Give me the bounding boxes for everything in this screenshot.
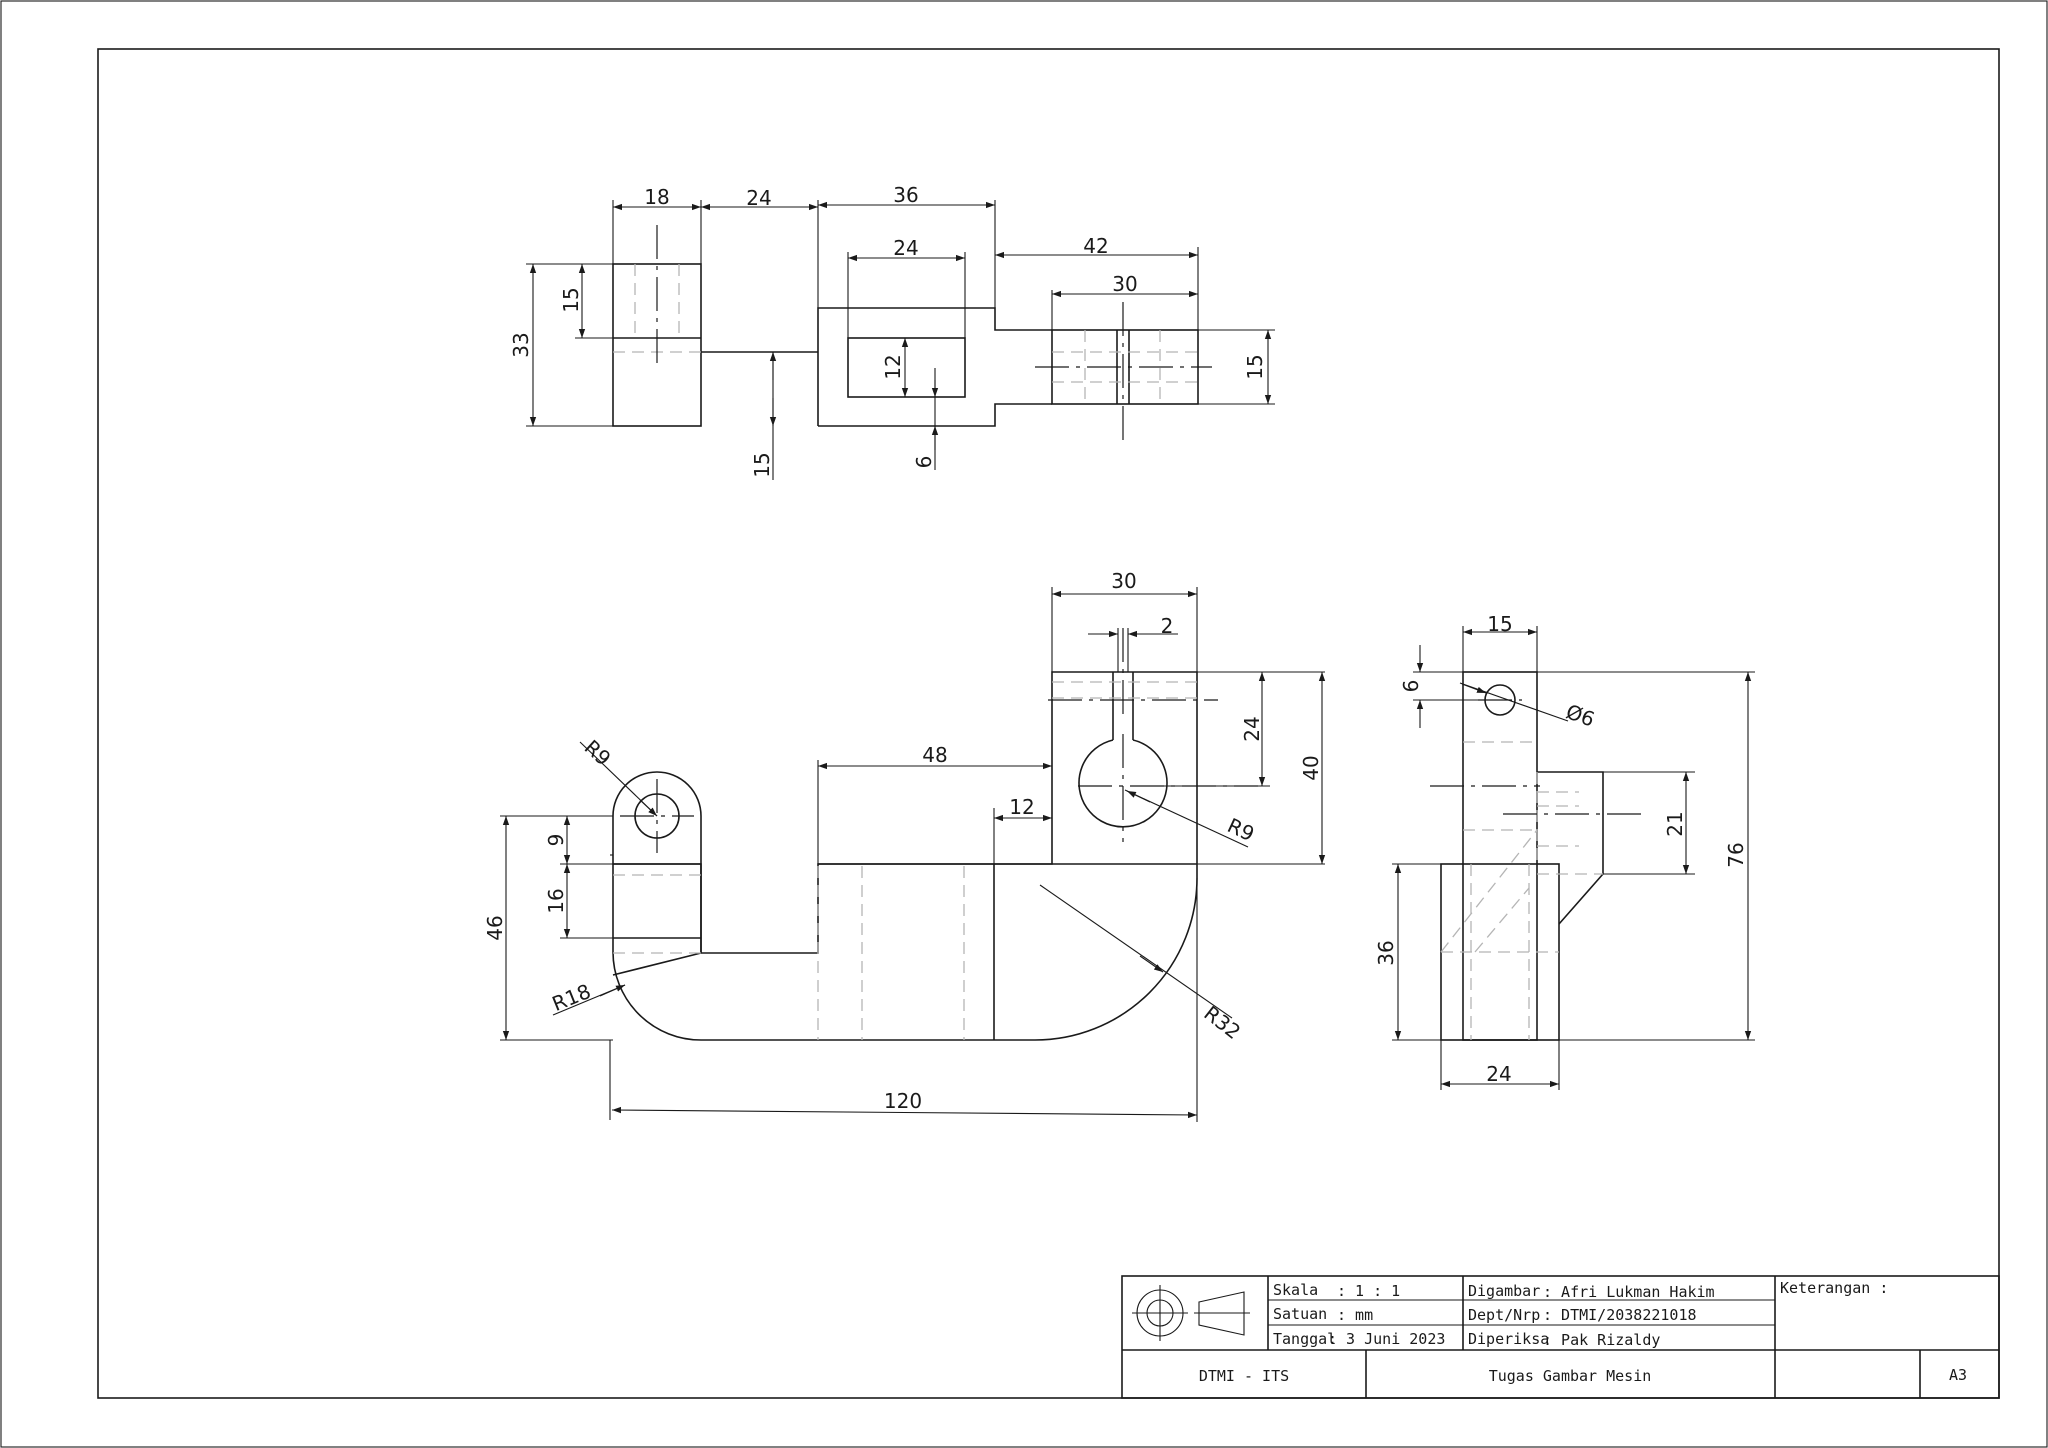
dept-value: : DTMI/2038221018 (1543, 1306, 1697, 1324)
side-view: 15 6 Ø6 21 76 36 24 (1374, 612, 1755, 1090)
dim-40: 40 (1299, 755, 1323, 780)
dim-6: 6 (1399, 680, 1423, 693)
dept-label: Dept/Nrp (1468, 1306, 1540, 1324)
dim-24: 24 (893, 236, 918, 260)
radius-r32: R32 (1199, 1001, 1245, 1044)
dim-9: 9 (544, 834, 568, 847)
dim-16: 16 (544, 888, 568, 913)
diameter-phi6: Ø6 (1563, 699, 1598, 731)
dim-42: 42 (1083, 234, 1108, 258)
dim-6: 6 (912, 456, 936, 469)
dim-24: 24 (1240, 716, 1264, 741)
dim-15: 15 (1487, 612, 1512, 636)
drawn-by-label: Digambar (1468, 1282, 1540, 1300)
side-view-center-lines (1430, 699, 1648, 815)
dim-33: 33 (509, 332, 533, 357)
drawing-frame (97, 48, 2000, 1399)
dim-36: 36 (893, 183, 918, 207)
projection-symbol (1132, 1285, 1250, 1341)
top-view: 18 24 36 24 42 30 33 15 12 15 6 15 (509, 183, 1275, 480)
checked-by-value: : Pak Rizaldy (1543, 1331, 1660, 1349)
top-view-center-lines (656, 225, 1212, 446)
dim-120: 120 (884, 1089, 922, 1113)
dim-15: 15 (750, 452, 774, 477)
date-label: Tanggal (1273, 1330, 1336, 1348)
dim-24: 24 (746, 186, 771, 210)
radius-r9: R9 (1224, 813, 1258, 846)
sheet-size: A3 (1949, 1366, 1967, 1384)
dim-46: 46 (483, 915, 507, 940)
checked-by-label: Diperiksa (1468, 1330, 1549, 1348)
dim-48: 48 (922, 743, 947, 767)
dim-21: 21 (1663, 811, 1687, 836)
dim-15: 15 (1243, 354, 1267, 379)
front-view-dimension-lines (500, 587, 1326, 1122)
date-value: : 3 Juni 2023 (1328, 1330, 1445, 1348)
radius-r18: R18 (549, 979, 594, 1016)
dim-36: 36 (1374, 940, 1398, 965)
dim-2: 2 (1161, 614, 1174, 638)
dim-12: 12 (1009, 795, 1034, 819)
dim-30: 30 (1112, 272, 1137, 296)
scale-label: Skala (1273, 1281, 1318, 1299)
front-view-outline (612, 671, 1198, 1041)
unit-label: Satuan (1273, 1305, 1327, 1323)
side-view-hidden-lines (1440, 741, 1603, 1040)
title-block: Skala : 1 : 1 Satuan : mm Tanggal : 3 Ju… (1121, 1275, 2000, 1399)
front-view: 30 2 24 40 48 12 R9 R9 9 16 46 R18 R32 1… (483, 569, 1326, 1122)
dim-12: 12 (881, 354, 905, 379)
top-view-dimension-lines (526, 200, 1275, 480)
dim-24: 24 (1486, 1062, 1511, 1086)
institution: DTMI - ITS (1199, 1367, 1289, 1385)
unit-value: : mm (1337, 1306, 1373, 1324)
dim-18: 18 (644, 185, 669, 209)
front-view-center-lines (620, 628, 1258, 853)
drawn-by-value: : Afri Lukman Hakim (1543, 1283, 1715, 1301)
scale-value: : 1 : 1 (1337, 1282, 1400, 1300)
top-view-dimension-labels: 18 24 36 24 42 30 33 15 12 15 6 15 (509, 183, 1267, 478)
radius-r9: R9 (580, 735, 616, 771)
dim-15: 15 (559, 287, 583, 312)
remarks-label: Keterangan : (1780, 1279, 1888, 1297)
dim-30: 30 (1111, 569, 1136, 593)
dim-76: 76 (1724, 842, 1748, 867)
side-view-dimension-labels: 15 6 Ø6 21 76 36 24 (1374, 612, 1748, 1086)
drawing-title: Tugas Gambar Mesin (1489, 1367, 1652, 1385)
side-view-dimension-lines (1392, 626, 1755, 1090)
front-view-hidden-lines (613, 681, 1197, 1040)
